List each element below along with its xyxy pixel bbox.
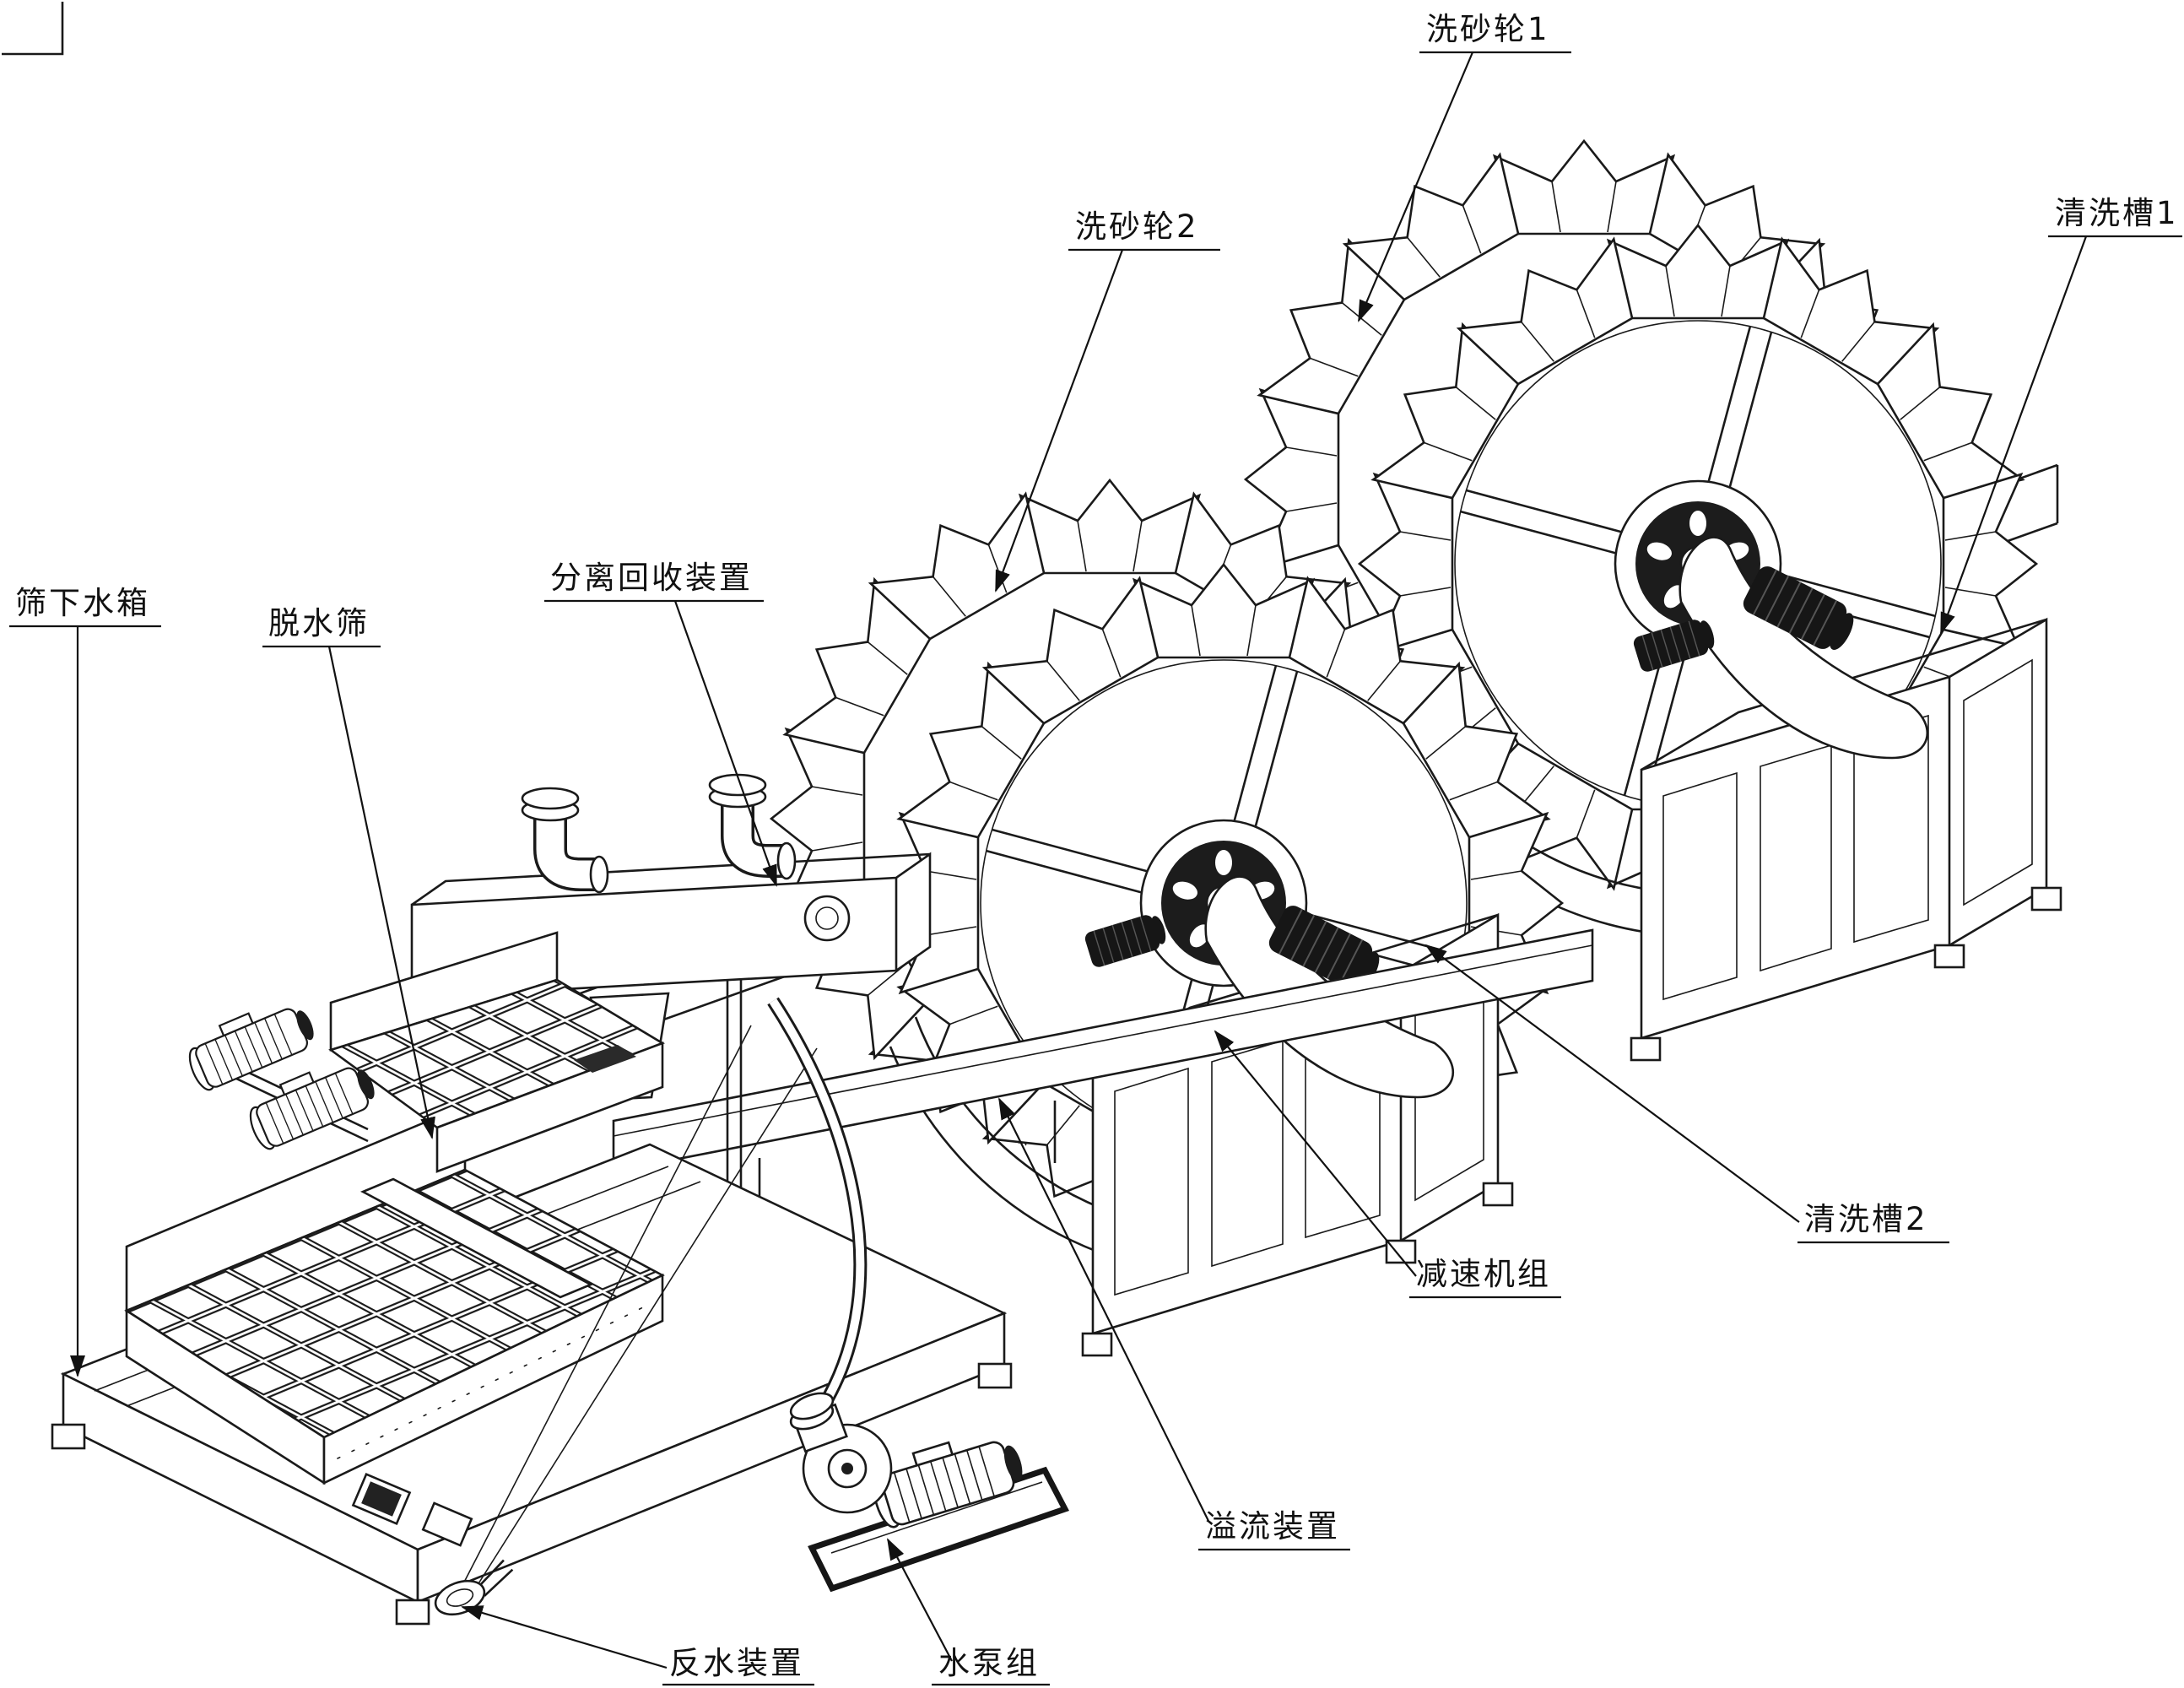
discharge-chute	[351, 1472, 412, 1526]
label-sand-wheel-1: 洗砂轮1	[1426, 11, 1550, 47]
overflow-launder	[612, 928, 1594, 1222]
screen-deck	[124, 978, 665, 1485]
label-dewatering-screen: 脱水筛	[268, 605, 370, 641]
label-separation-recovery: 分离回收装置	[550, 560, 753, 596]
label-wash-tank-1: 清洗槽1	[2055, 195, 2179, 231]
label-reducer-unit: 减速机组	[1416, 1256, 1551, 1292]
piping	[456, 997, 868, 1604]
belt-guard-wheel-1	[1679, 536, 1929, 760]
page-corner-mark	[2, 2, 64, 56]
feed-opening	[574, 1045, 636, 1073]
label-water-return-device: 反水装置	[669, 1645, 804, 1681]
label-wash-tank-2: 清洗槽2	[1804, 1201, 1928, 1237]
label-sand-wheel-2: 洗砂轮2	[1075, 208, 1199, 245]
leader-lines	[9, 51, 2182, 1686]
label-overflow-device: 溢流装置	[1205, 1508, 1340, 1545]
discharge-chute	[421, 1501, 473, 1547]
dewatering-screen-assembly	[51, 931, 1013, 1626]
label-under-screen-water-tank: 筛下水箱	[15, 585, 150, 621]
water-pump-group	[789, 1392, 1069, 1593]
label-water-pump-group: 水泵组	[938, 1645, 1040, 1681]
